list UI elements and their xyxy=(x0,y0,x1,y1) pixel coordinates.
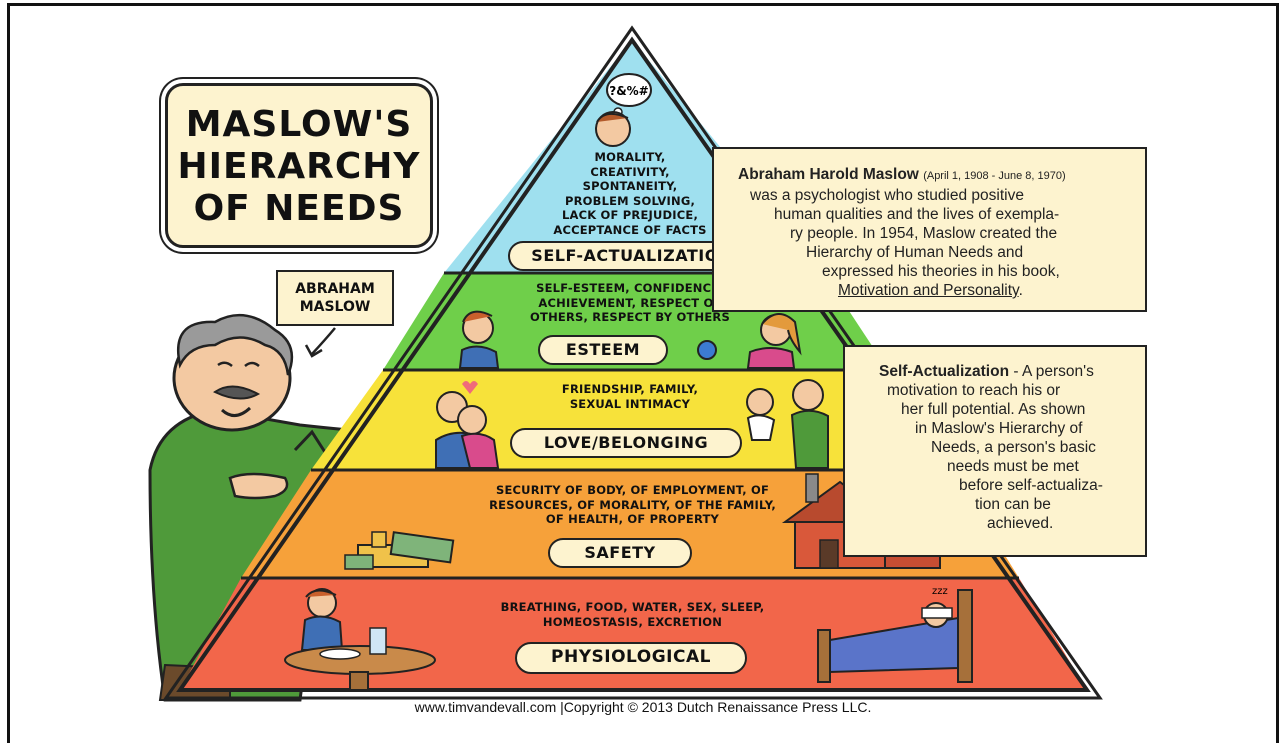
maslow-name-line-2: MASLOW xyxy=(299,299,371,315)
item: PROBLEM SOLVING, xyxy=(564,193,696,208)
definition-box: Self-Actualization - A person's motivati… xyxy=(843,345,1147,557)
bio-name: Abraham Harold Maslow xyxy=(738,166,919,183)
bio-book-suffix: . xyxy=(1018,282,1023,299)
bio-dates: (April 1, 1908 - June 8, 1970) xyxy=(923,170,1066,182)
definition-line-8: achieved. xyxy=(987,515,1054,532)
thought-glyphs: ?&%# xyxy=(609,84,649,98)
esteem-label: ESTEEM xyxy=(538,335,668,365)
bio-line-2: human qualities and the lives of exempla… xyxy=(774,206,1060,223)
item: RESOURCES, OF MORALITY, OF THE FAMILY, xyxy=(489,497,776,512)
title-line-1: MASLOW'S xyxy=(185,104,413,145)
pointer-arrow xyxy=(311,327,336,355)
title-line-2: HIERARCHY xyxy=(177,146,421,187)
item: OF HEALTH, OF PROPERTY xyxy=(545,512,720,526)
esteem-people xyxy=(458,310,802,369)
sleep-glyphs: zzz xyxy=(932,586,948,597)
item: SPONTANEITY, xyxy=(582,179,678,193)
safety-items: SECURITY OF BODY, OF EMPLOYMENT, OF RESO… xyxy=(440,483,825,527)
outer-frame xyxy=(7,3,1279,743)
esteem-items: SELF-ESTEEM, CONFIDENCE, ACHIEVEMENT, RE… xyxy=(500,281,760,325)
item: OTHERS, RESPECT BY OTHERS xyxy=(530,310,730,324)
self-actualization-items: MORALITY, CREATIVITY, SPONTANEITY, PROBL… xyxy=(520,150,740,237)
money-stack xyxy=(344,531,455,570)
child-eating xyxy=(284,588,436,691)
definition-line-3: in Maslow's Hierarchy of xyxy=(915,420,1083,437)
definition-line-1: motivation to reach his or xyxy=(887,382,1061,399)
definition-line-2: her full potential. As shown xyxy=(901,401,1086,418)
item: BREATHING, FOOD, WATER, SEX, SLEEP, xyxy=(500,600,765,614)
item: SELF-ESTEEM, CONFIDENCE, xyxy=(536,281,724,295)
physiological-items: BREATHING, FOOD, WATER, SEX, SLEEP, HOME… xyxy=(460,600,805,629)
bio-line-3: ry people. In 1954, Maslow created the xyxy=(790,225,1058,242)
definition-first: - A person's xyxy=(1009,363,1094,380)
item: SECURITY OF BODY, OF EMPLOYMENT, OF xyxy=(495,483,770,497)
copyright-footer: www.timvandevall.com |Copyright © 2013 D… xyxy=(414,699,872,715)
safety-label: SAFETY xyxy=(548,538,692,568)
maslow-name-label: ABRAHAM MASLOW xyxy=(276,270,394,326)
definition-line-7: tion can be xyxy=(975,496,1051,513)
love-items: FRIENDSHIP, FAMILY, SEXUAL INTIMACY xyxy=(520,382,740,411)
item: SEXUAL INTIMACY xyxy=(569,396,691,411)
bio-book-title: Motivation and Personality xyxy=(838,282,1019,299)
title-line-3: OF NEEDS xyxy=(193,188,405,229)
maslow-name-line-1: ABRAHAM xyxy=(295,281,375,297)
bio-line-5: expressed his theories in his book, xyxy=(822,263,1060,280)
love-people xyxy=(435,379,829,469)
bio-line-1: was a psychologist who studied positive xyxy=(750,187,1024,204)
definition-line-5: needs must be met xyxy=(947,458,1079,475)
item: CREATIVITY, xyxy=(590,164,670,179)
item: MORALITY, xyxy=(594,150,666,164)
item: LACK OF PREJUDICE, xyxy=(561,208,699,222)
bio-line-4: Hierarchy of Human Needs and xyxy=(806,244,1024,261)
definition-line-6: before self-actualiza- xyxy=(959,477,1103,494)
bed: zzz xyxy=(817,586,973,683)
definition-term: Self-Actualization xyxy=(879,363,1010,380)
bio-box: Abraham Harold Maslow (April 1, 1908 - J… xyxy=(712,147,1147,312)
definition-line-4: Needs, a person's basic xyxy=(931,439,1096,456)
love-belonging-label: LOVE/BELONGING xyxy=(510,428,742,458)
item: ACHIEVEMENT, RESPECT OF xyxy=(538,295,722,310)
thinking-boy: ?&%# xyxy=(595,73,652,147)
item: HOMEOSTASIS, EXCRETION xyxy=(542,614,723,629)
physiological-label: PHYSIOLOGICAL xyxy=(515,642,747,674)
title-box: MASLOW'S HIERARCHY OF NEEDS xyxy=(165,83,433,248)
item: FRIENDSHIP, FAMILY, xyxy=(561,382,699,396)
item: ACCEPTANCE OF FACTS xyxy=(553,222,707,237)
